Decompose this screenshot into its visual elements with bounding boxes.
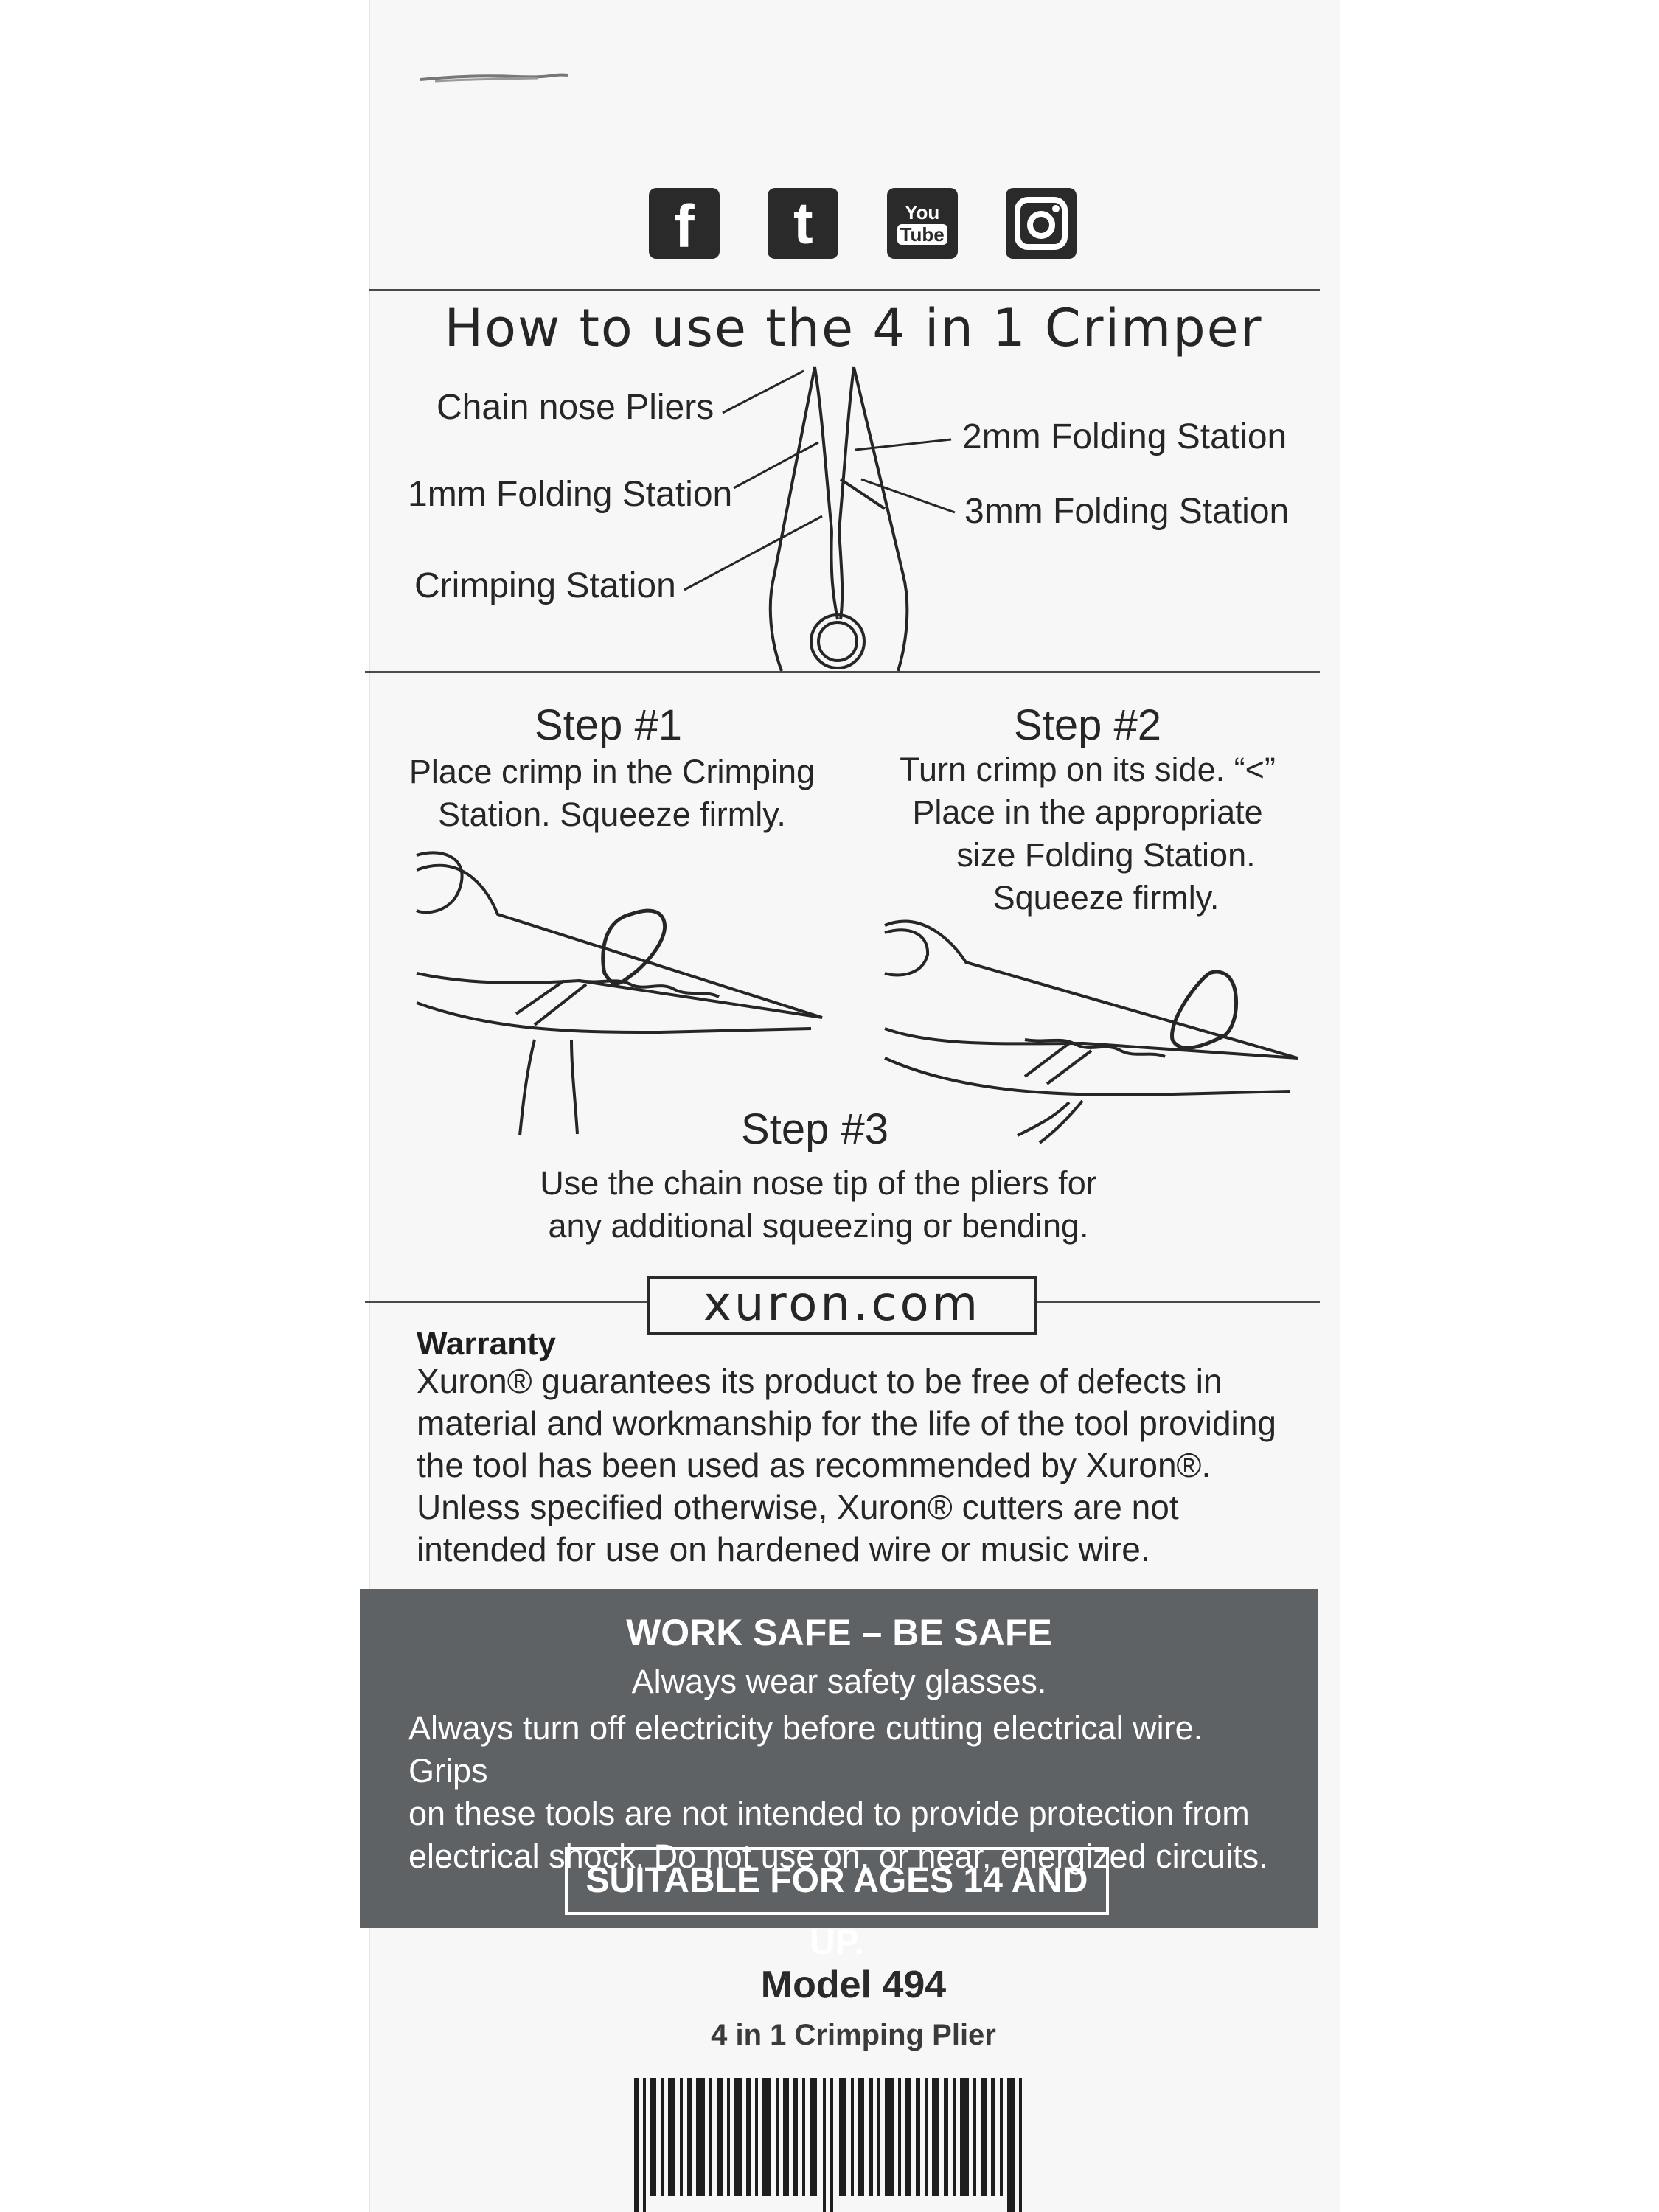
safety-subheading: Always wear safety glasses.	[631, 1663, 1047, 1700]
label-chain-nose: Chain nose Pliers	[437, 388, 714, 427]
youtube-icon[interactable]: You Tube	[886, 188, 958, 259]
divider-diagram	[365, 671, 1320, 673]
safety-heading: WORK SAFE – BE SAFE	[626, 1612, 1052, 1653]
label-1mm-folding: 1mm Folding Station	[408, 475, 733, 514]
safety-line: electrical shock. Do not use on, or near…	[408, 1837, 1268, 1875]
age-notice: SUITABLE FOR AGES 14 AND UP.	[565, 1847, 1109, 1962]
label-crimping: Crimping Station	[414, 566, 676, 605]
twitter-glyph: t	[793, 190, 813, 256]
facebook-icon[interactable]: f	[649, 188, 720, 260]
warranty-line: material and workmanship for the life of…	[417, 1404, 1276, 1442]
safety-text: Always turn off electricity before cutti…	[408, 1707, 1279, 1878]
instagram-icon[interactable]	[1005, 188, 1077, 259]
step-1-line-2: Station. Squeeze firmly.	[438, 796, 786, 833]
step-1-heading: Step #1	[535, 701, 682, 749]
twitter-icon[interactable]: t	[768, 188, 839, 259]
instagram-glyph	[1014, 197, 1068, 250]
product-name: 4 in 1 Crimping Plier	[711, 2019, 996, 2051]
warranty-line: the tool has been used as recommended by…	[417, 1446, 1211, 1484]
step-1-line-1: Place crimp in the Crimping	[408, 753, 815, 790]
step-1-illustration	[416, 851, 823, 1136]
youtube-top-text: You	[905, 201, 940, 223]
page-title: How to use the 4 in 1 Crimper	[444, 298, 1263, 358]
step-3-line-1: Use the chain nose tip of the pliers for	[540, 1164, 1097, 1202]
safety-panel: WORK SAFE – BE SAFE Always wear safety g…	[360, 1589, 1318, 1962]
label-2mm-folding: 2mm Folding Station	[962, 417, 1287, 456]
step-2-line-4: Squeeze firmly.	[992, 879, 1220, 917]
step-2-line-3: size Folding Station.	[956, 836, 1256, 874]
step-2-line-2: Place in the appropriate	[912, 793, 1263, 831]
divider-website-right	[1034, 1301, 1320, 1303]
step-2-heading: Step #2	[1014, 701, 1161, 749]
divider-website-left	[365, 1301, 649, 1303]
step-2-text: Turn crimp on its side. “<” Place in the…	[866, 748, 1309, 919]
divider-top	[369, 289, 1320, 291]
warranty-line: intended for use on hardened wire or mus…	[417, 1530, 1150, 1568]
step-3-text: Use the chain nose tip of the pliers for…	[465, 1162, 1172, 1248]
social-icons: f t You Tube	[649, 188, 1077, 260]
step-3-line-2: any additional squeezing or bending.	[548, 1207, 1089, 1245]
label-3mm-folding: 3mm Folding Station	[964, 492, 1290, 531]
safety-line: on these tools are not intended to provi…	[408, 1795, 1250, 1832]
youtube-bottom-text: Tube	[897, 224, 947, 245]
model-number: Model 494	[760, 1964, 947, 2006]
website-link[interactable]: xuron.com	[647, 1276, 1037, 1335]
step-2-line-1: Turn crimp on its side. “<”	[900, 751, 1276, 788]
step-2-illustration	[884, 919, 1298, 1144]
warranty-text: Xuron® guarantees its product to be free…	[417, 1360, 1324, 1571]
safety-line: Always turn off electricity before cutti…	[408, 1709, 1203, 1790]
facebook-glyph: f	[674, 193, 695, 260]
step-3-heading: Step #3	[741, 1105, 888, 1153]
plier-diagram	[768, 366, 909, 672]
pen-scribble	[420, 73, 568, 83]
warranty-heading: Warranty	[417, 1326, 557, 1362]
warranty-line: Xuron® guarantees its product to be free…	[417, 1362, 1222, 1400]
warranty-line: Unless specified otherwise, Xuron® cutte…	[417, 1488, 1179, 1526]
step-1-text: Place crimp in the Crimping Station. Squ…	[391, 751, 833, 836]
barcode	[634, 2078, 1022, 2212]
